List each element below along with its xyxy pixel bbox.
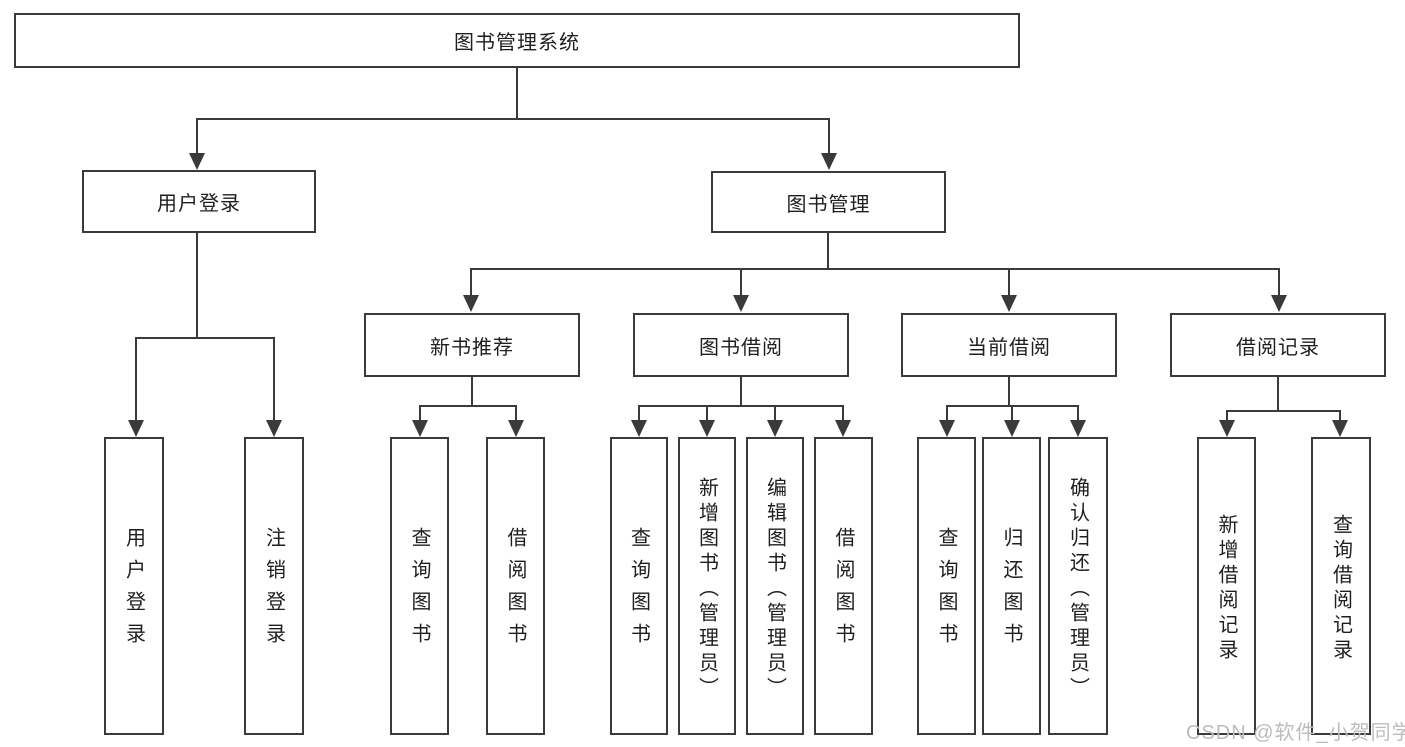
connector-cb-leaf2 bbox=[1011, 405, 1013, 421]
arrowhead-nb-leaf1 bbox=[412, 420, 428, 437]
connector-to-book-borrow bbox=[740, 268, 742, 296]
connector-bookborrow-hbar bbox=[638, 405, 844, 407]
node-label: 借阅图书 bbox=[504, 527, 526, 655]
node-label: 新增借阅记录 bbox=[1215, 514, 1237, 664]
connector-to-user-login bbox=[196, 118, 198, 154]
connector-root-stem bbox=[516, 68, 518, 119]
node-book-borrow: 图书借阅 bbox=[633, 313, 849, 377]
connector-to-book-mgmt bbox=[828, 118, 830, 154]
node-label: 图书管理 bbox=[786, 193, 871, 216]
connector-bb-leaf3 bbox=[774, 405, 776, 421]
connector-to-leaf-logout bbox=[273, 337, 275, 421]
connector-nb-leaf2 bbox=[515, 405, 517, 421]
node-library-management-system: 图书管理系统 bbox=[14, 13, 1020, 68]
leaf-query-books-borrow: 查询图书 bbox=[610, 437, 668, 735]
arrowhead-to-leaf-user-login bbox=[128, 420, 144, 437]
node-label: 新书推荐 bbox=[430, 336, 514, 359]
arrowhead-cb-leaf3 bbox=[1070, 420, 1086, 437]
connector-bookmgmt-stem bbox=[827, 233, 829, 268]
arrowhead-br-leaf2 bbox=[1332, 420, 1348, 437]
arrowhead-to-book-mgmt bbox=[821, 153, 837, 170]
connector-userlogin-stem bbox=[196, 233, 198, 337]
node-label: 确认归还（管理员） bbox=[1066, 476, 1089, 702]
node-label: 借阅图书 bbox=[832, 527, 854, 655]
node-current-borrow: 当前借阅 bbox=[901, 313, 1117, 377]
node-label: 查询图书 bbox=[408, 527, 430, 655]
arrowhead-bb-leaf1 bbox=[631, 420, 647, 437]
connector-bb-leaf2 bbox=[706, 405, 708, 421]
arrowhead-to-new-book bbox=[463, 295, 479, 312]
arrowhead-bb-leaf4 bbox=[835, 420, 851, 437]
leaf-add-books-admin: 新增图书（管理员） bbox=[678, 437, 736, 735]
leaf-query-borrow-record: 查询借阅记录 bbox=[1311, 437, 1371, 735]
node-label: 用户登录 bbox=[122, 527, 145, 655]
connector-to-borrow-records bbox=[1278, 268, 1280, 296]
connector-userlogin-hbar bbox=[135, 337, 275, 339]
connector-root-hbar bbox=[196, 118, 830, 120]
node-label: 注销登录 bbox=[262, 527, 285, 655]
node-label: 用户登录 bbox=[157, 193, 241, 215]
connector-to-leaf-user-login bbox=[135, 337, 137, 421]
connector-bb-leaf4 bbox=[842, 405, 844, 421]
connector-nb-leaf1 bbox=[419, 405, 421, 421]
node-borrow-records: 借阅记录 bbox=[1170, 313, 1386, 377]
connector-borrowrecords-hbar bbox=[1226, 410, 1341, 412]
node-label: 归还图书 bbox=[1000, 527, 1022, 655]
arrowhead-br-leaf1 bbox=[1219, 420, 1235, 437]
arrowhead-to-book-borrow bbox=[733, 295, 749, 312]
connector-cb-leaf3 bbox=[1077, 405, 1079, 421]
arrowhead-nb-leaf2 bbox=[508, 420, 524, 437]
leaf-user-login: 用户登录 bbox=[104, 437, 164, 735]
leaf-confirm-return-admin: 确认归还（管理员） bbox=[1048, 437, 1108, 735]
connector-to-current-borrow bbox=[1008, 268, 1010, 296]
leaf-logout: 注销登录 bbox=[244, 437, 304, 735]
connector-bb-leaf1 bbox=[638, 405, 640, 421]
node-label: 当前借阅 bbox=[967, 336, 1051, 359]
arrowhead-to-user-login bbox=[189, 153, 205, 170]
node-label: 图书借阅 bbox=[699, 336, 783, 359]
node-label: 新增图书（管理员） bbox=[695, 476, 718, 702]
node-label: 编辑图书（管理员） bbox=[763, 476, 786, 702]
leaf-edit-books-admin: 编辑图书（管理员） bbox=[746, 437, 804, 735]
node-label: 查询图书 bbox=[935, 527, 957, 655]
leaf-borrow-books-recommend: 借阅图书 bbox=[486, 437, 545, 735]
connector-bookborrow-stem bbox=[740, 377, 742, 405]
connector-br-leaf1 bbox=[1226, 410, 1228, 421]
node-new-book-recommend: 新书推荐 bbox=[364, 313, 580, 377]
arrowhead-to-leaf-logout bbox=[266, 420, 282, 437]
connector-newbook-hbar bbox=[419, 405, 517, 407]
leaf-borrow-books: 借阅图书 bbox=[814, 437, 873, 735]
connector-br-leaf2 bbox=[1339, 410, 1341, 421]
node-user-login: 用户登录 bbox=[82, 170, 316, 233]
arrowhead-to-current-borrow bbox=[1001, 295, 1017, 312]
node-label: 图书管理系统 bbox=[454, 32, 580, 54]
leaf-add-borrow-record: 新增借阅记录 bbox=[1197, 437, 1256, 735]
node-label: 查询借阅记录 bbox=[1329, 514, 1352, 664]
connector-to-new-book bbox=[470, 268, 472, 296]
connector-currentborrow-stem bbox=[1008, 377, 1010, 405]
csdn-watermark: CSDN @软件_小贺同学 bbox=[1186, 722, 1405, 744]
arrowhead-cb-leaf1 bbox=[939, 420, 955, 437]
arrowhead-cb-leaf2 bbox=[1004, 420, 1020, 437]
connector-bookmgmt-hbar bbox=[470, 268, 1280, 270]
connector-cb-leaf1 bbox=[946, 405, 948, 421]
arrowhead-to-borrow-records bbox=[1271, 295, 1287, 312]
leaf-return-books: 归还图书 bbox=[982, 437, 1041, 735]
leaf-query-books-recommend: 查询图书 bbox=[390, 437, 449, 735]
arrowhead-bb-leaf3 bbox=[767, 420, 783, 437]
node-label: 借阅记录 bbox=[1236, 336, 1320, 359]
node-book-management: 图书管理 bbox=[711, 171, 946, 233]
node-label: 查询图书 bbox=[627, 527, 650, 655]
connector-newbook-stem bbox=[471, 377, 473, 405]
arrowhead-bb-leaf2 bbox=[699, 420, 715, 437]
leaf-query-books-current: 查询图书 bbox=[917, 437, 976, 735]
connector-borrowrecords-stem bbox=[1277, 377, 1279, 410]
